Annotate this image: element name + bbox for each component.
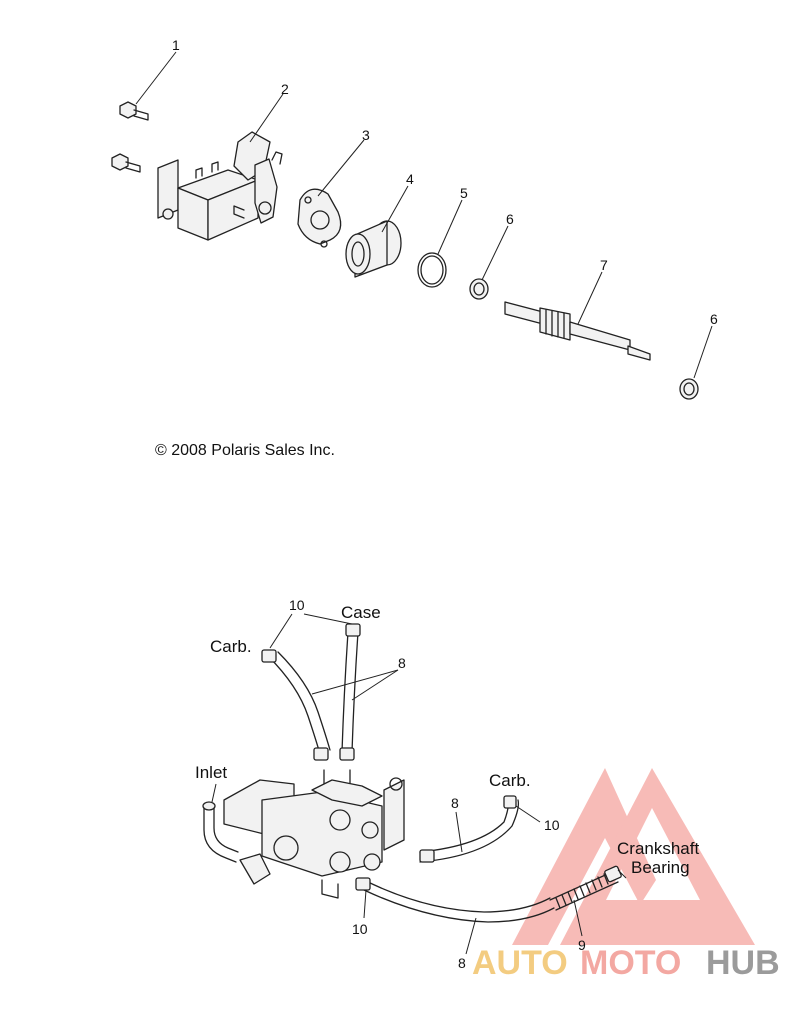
label-carb-top: Carb. [210, 637, 252, 656]
washer-part-6-lower [679, 378, 699, 400]
washer-part-6-upper-hole [473, 282, 485, 296]
label-bearing: Bearing [631, 858, 690, 877]
callout-10-right: 10 [544, 817, 560, 833]
callout-9: 9 [578, 937, 586, 953]
bolt-part-1 [111, 101, 149, 173]
gasket-part-3 [297, 188, 342, 248]
watermark-moto: MOTO [580, 944, 681, 982]
callout-3: 3 [362, 127, 370, 143]
washer-part-6-upper [469, 278, 489, 300]
label-inlet: Inlet [195, 763, 227, 782]
o-ring-part-5 [417, 252, 447, 288]
callout-10-top: 10 [289, 597, 305, 613]
upper-leaders [135, 51, 713, 379]
oil-pump-part-2 [157, 131, 283, 241]
callout-4: 4 [406, 171, 414, 187]
washer-part-6-lower-hole [683, 382, 695, 396]
watermark-logo [512, 768, 755, 945]
callout-8-top: 8 [398, 655, 406, 671]
watermark-hub: HUB [706, 944, 780, 982]
callout-1: 1 [172, 37, 180, 53]
callout-10-bottom: 10 [352, 921, 368, 937]
label-carb-right: Carb. [489, 771, 531, 790]
callout-8-mid: 8 [451, 795, 459, 811]
label-crankshaft: Crankshaft [617, 839, 699, 858]
callout-2: 2 [281, 81, 289, 97]
copyright-notice: © 2008 Polaris Sales Inc. [155, 442, 335, 459]
callout-6-lower: 6 [710, 311, 718, 327]
watermark-text: AUTO MOTO HUB [472, 944, 780, 982]
o-ring-part-5-inner [420, 255, 444, 285]
callout-8-bottom: 8 [458, 955, 466, 971]
label-case: Case [341, 603, 381, 622]
callout-7: 7 [600, 257, 608, 273]
watermark-triangle-right [560, 768, 755, 945]
hose-routing-assembly [202, 623, 622, 923]
watermark-auto: AUTO [472, 944, 568, 982]
lower-leaders [211, 613, 627, 955]
callout-5: 5 [460, 185, 468, 201]
shaft-gear-part-7 [504, 301, 651, 361]
watermark-triangle-left [512, 768, 656, 945]
callout-6-upper: 6 [506, 211, 514, 227]
filter-sleeve-part-4 [345, 220, 402, 278]
